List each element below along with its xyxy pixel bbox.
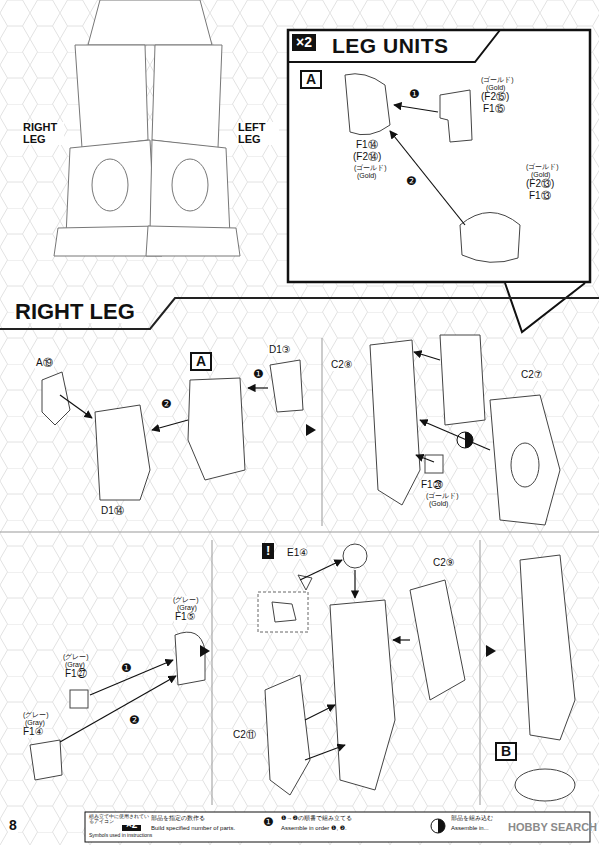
section-heading: RIGHT LEG <box>14 300 136 323</box>
assembly-arrows <box>390 105 465 225</box>
footer-half-circle-icon <box>431 819 445 833</box>
part-callout: F1⑬ <box>528 191 552 202</box>
node-label: B <box>501 744 511 759</box>
part-callout: F1㉖ <box>420 480 444 491</box>
part-callout: 8 <box>8 818 18 833</box>
part-callout: F1㉗ <box>64 669 88 680</box>
part-callout: LEFT LEG <box>237 122 279 145</box>
node-label: A <box>306 72 316 87</box>
part-callout: Assemble in... <box>450 825 507 831</box>
node-label: ×2 <box>296 35 312 50</box>
part-callout: C2⑧ <box>330 360 354 371</box>
part-callout: (Gold) <box>428 500 449 507</box>
part-callout: Build specified number of parts. <box>150 825 236 831</box>
part-callout: (Gray) <box>176 604 198 611</box>
part-callout: Assemble in order ❶, ❷. <box>280 825 348 831</box>
part-callout: ❷ <box>160 398 173 411</box>
leg-units-panel-box: LEG UNITS ×2A <box>288 30 590 282</box>
part-callout: (F2⑮) <box>480 92 510 103</box>
row-divider <box>0 532 599 533</box>
part-callout: D1⑭ <box>100 506 125 517</box>
step-divider <box>480 540 481 805</box>
step-triangles <box>200 424 496 657</box>
part-callout: (Gray) <box>64 661 86 668</box>
part-callout: F1⑤ <box>174 612 197 623</box>
part-callout: ❷ <box>128 714 141 727</box>
part-callout: ❶ <box>252 368 265 381</box>
part-callout: D1③ <box>268 345 292 356</box>
part-callout: (F2⑬) <box>525 179 555 190</box>
part-callout: Symbols used in instructions <box>88 833 153 838</box>
part-callout: F1④ <box>22 727 45 738</box>
section-tab-line <box>0 298 599 329</box>
step-divider <box>212 540 213 805</box>
part-callout: (ゴールド) <box>425 492 460 499</box>
part-callout: ❶ <box>408 88 421 101</box>
panel-header-line <box>288 30 500 62</box>
watermark: HOBBY SEARCH <box>508 822 597 834</box>
part-callout: ❶ <box>262 816 275 829</box>
step-divider <box>322 338 323 526</box>
part-callout: (Gray) <box>24 719 46 726</box>
callout-wedge <box>505 283 585 332</box>
part-callout: RIGHT LEG <box>22 122 64 145</box>
part-callout: ❶ <box>120 662 133 675</box>
part-callout: (Gold) <box>530 171 551 178</box>
part-callout: (ゴールド) <box>353 164 388 171</box>
part-callout: ❷ <box>405 175 418 188</box>
part-callout: (F2⑭) <box>352 152 382 163</box>
part-callout: F1⑮ <box>482 104 506 115</box>
leg-unit-parts <box>345 74 520 263</box>
assembly-arrows <box>60 352 490 760</box>
part-callout: (ゴールド) <box>525 163 560 170</box>
part-callout: ❶→❷の順番で組み立てる <box>280 815 353 821</box>
part-callout: (Gold) <box>356 172 377 179</box>
subassembly-tag: A <box>300 70 322 89</box>
part-callout: A⑲ <box>35 358 54 369</box>
node-label: A <box>196 354 206 369</box>
node-label: ! <box>266 544 270 558</box>
part-callout: (Gold) <box>485 84 506 91</box>
part-callout: 部品を指定の数作る <box>150 815 206 821</box>
subassembly-tag: A <box>190 352 212 371</box>
part-callout: (ゴールド) <box>480 76 515 83</box>
insert-icon <box>457 432 473 448</box>
part-callout: E1④ <box>286 548 309 559</box>
part-callout: (グレー) <box>172 596 200 603</box>
leg-units-panel <box>288 30 590 282</box>
part-callout: (グレー) <box>62 653 90 660</box>
part-callout: C2⑪ <box>232 730 257 741</box>
part-callout: F1⑭ <box>355 140 379 151</box>
subassembly-tag: B <box>495 742 517 761</box>
part-callout: C2⑦ <box>520 370 544 381</box>
panel-title: LEG UNITS <box>332 34 449 57</box>
part-callout: 部品を組み込む <box>450 815 507 821</box>
caution-mark: ! <box>262 543 274 559</box>
part-callout: C2⑨ <box>432 558 456 569</box>
part-callout: 組み立て中に使用されているアイコン <box>88 814 152 825</box>
right-leg-parts <box>30 335 575 801</box>
part-callout: (グレー) <box>22 711 50 718</box>
robot-legs-figure <box>54 0 240 256</box>
quantity-badge: ×2 <box>292 34 316 51</box>
